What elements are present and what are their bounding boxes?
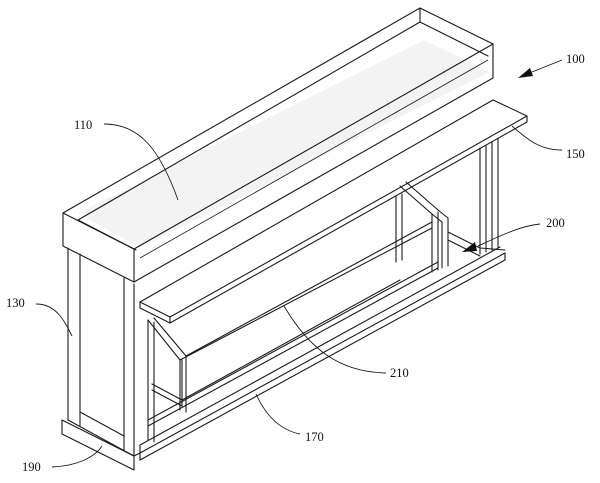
leader-110 [103, 123, 179, 201]
label-110: 110 [74, 118, 92, 132]
label-190: 190 [22, 460, 41, 474]
leaders [35, 123, 563, 468]
shelf-150 [139, 99, 528, 324]
bottom-rail-170 [139, 246, 506, 461]
leader-210 [283, 305, 387, 374]
bracket-200 [147, 181, 449, 413]
lower-frame [147, 261, 439, 443]
label-170: 170 [305, 430, 324, 444]
arrow-100-head [518, 68, 533, 78]
label-210: 210 [390, 366, 409, 380]
leader-200 [477, 223, 541, 247]
leader-150 [511, 125, 563, 151]
base-190 [61, 419, 141, 471]
label-200: 200 [546, 216, 565, 230]
reference-labels: 100 110 130 150 170 190 200 210 [6, 52, 585, 474]
arrow-200-head [462, 242, 477, 252]
label-100: 100 [566, 52, 585, 66]
label-150: 150 [566, 147, 585, 161]
right-column [447, 137, 506, 257]
leader-190 [51, 445, 103, 468]
leader-130 [35, 303, 73, 337]
leader-170 [255, 393, 301, 435]
label-130: 130 [6, 296, 25, 310]
trough-110 [62, 7, 494, 283]
end-column-130 [67, 247, 135, 457]
arrows [462, 59, 563, 252]
